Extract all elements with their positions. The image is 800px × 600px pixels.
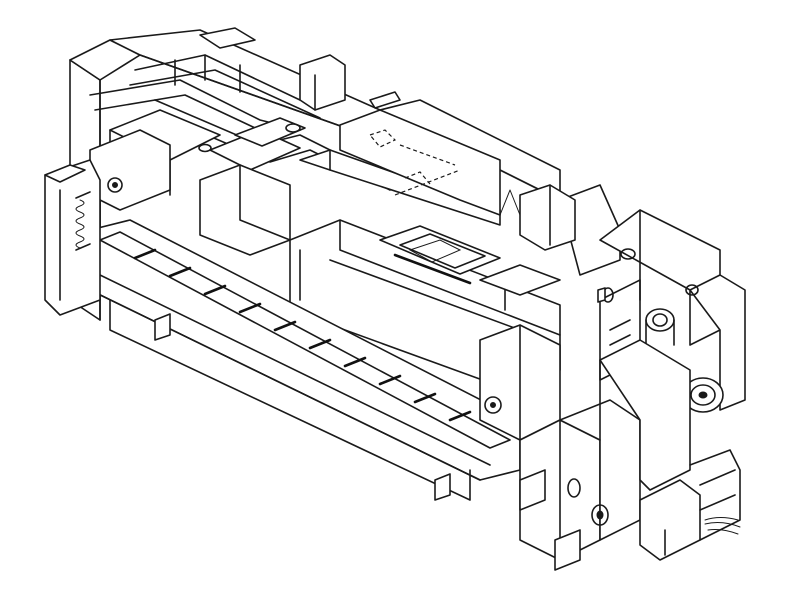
top-right-brackets [199,27,576,251]
right-end-cap [479,324,741,571]
left-end-cap [44,159,123,316]
spring-icon [75,199,85,249]
front-paper-guide [89,219,521,501]
